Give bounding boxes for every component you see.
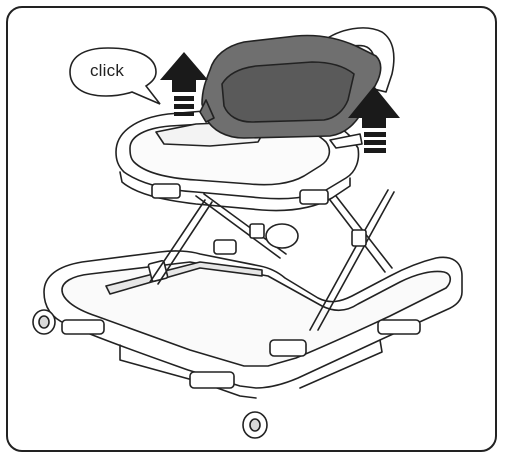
leg-joints [214,224,366,254]
up-arrow-icon [160,52,208,116]
callout-label: click [76,61,138,81]
wheel-front-right [243,412,267,438]
wheel-front-left [33,310,55,334]
seat-pad [200,35,381,138]
